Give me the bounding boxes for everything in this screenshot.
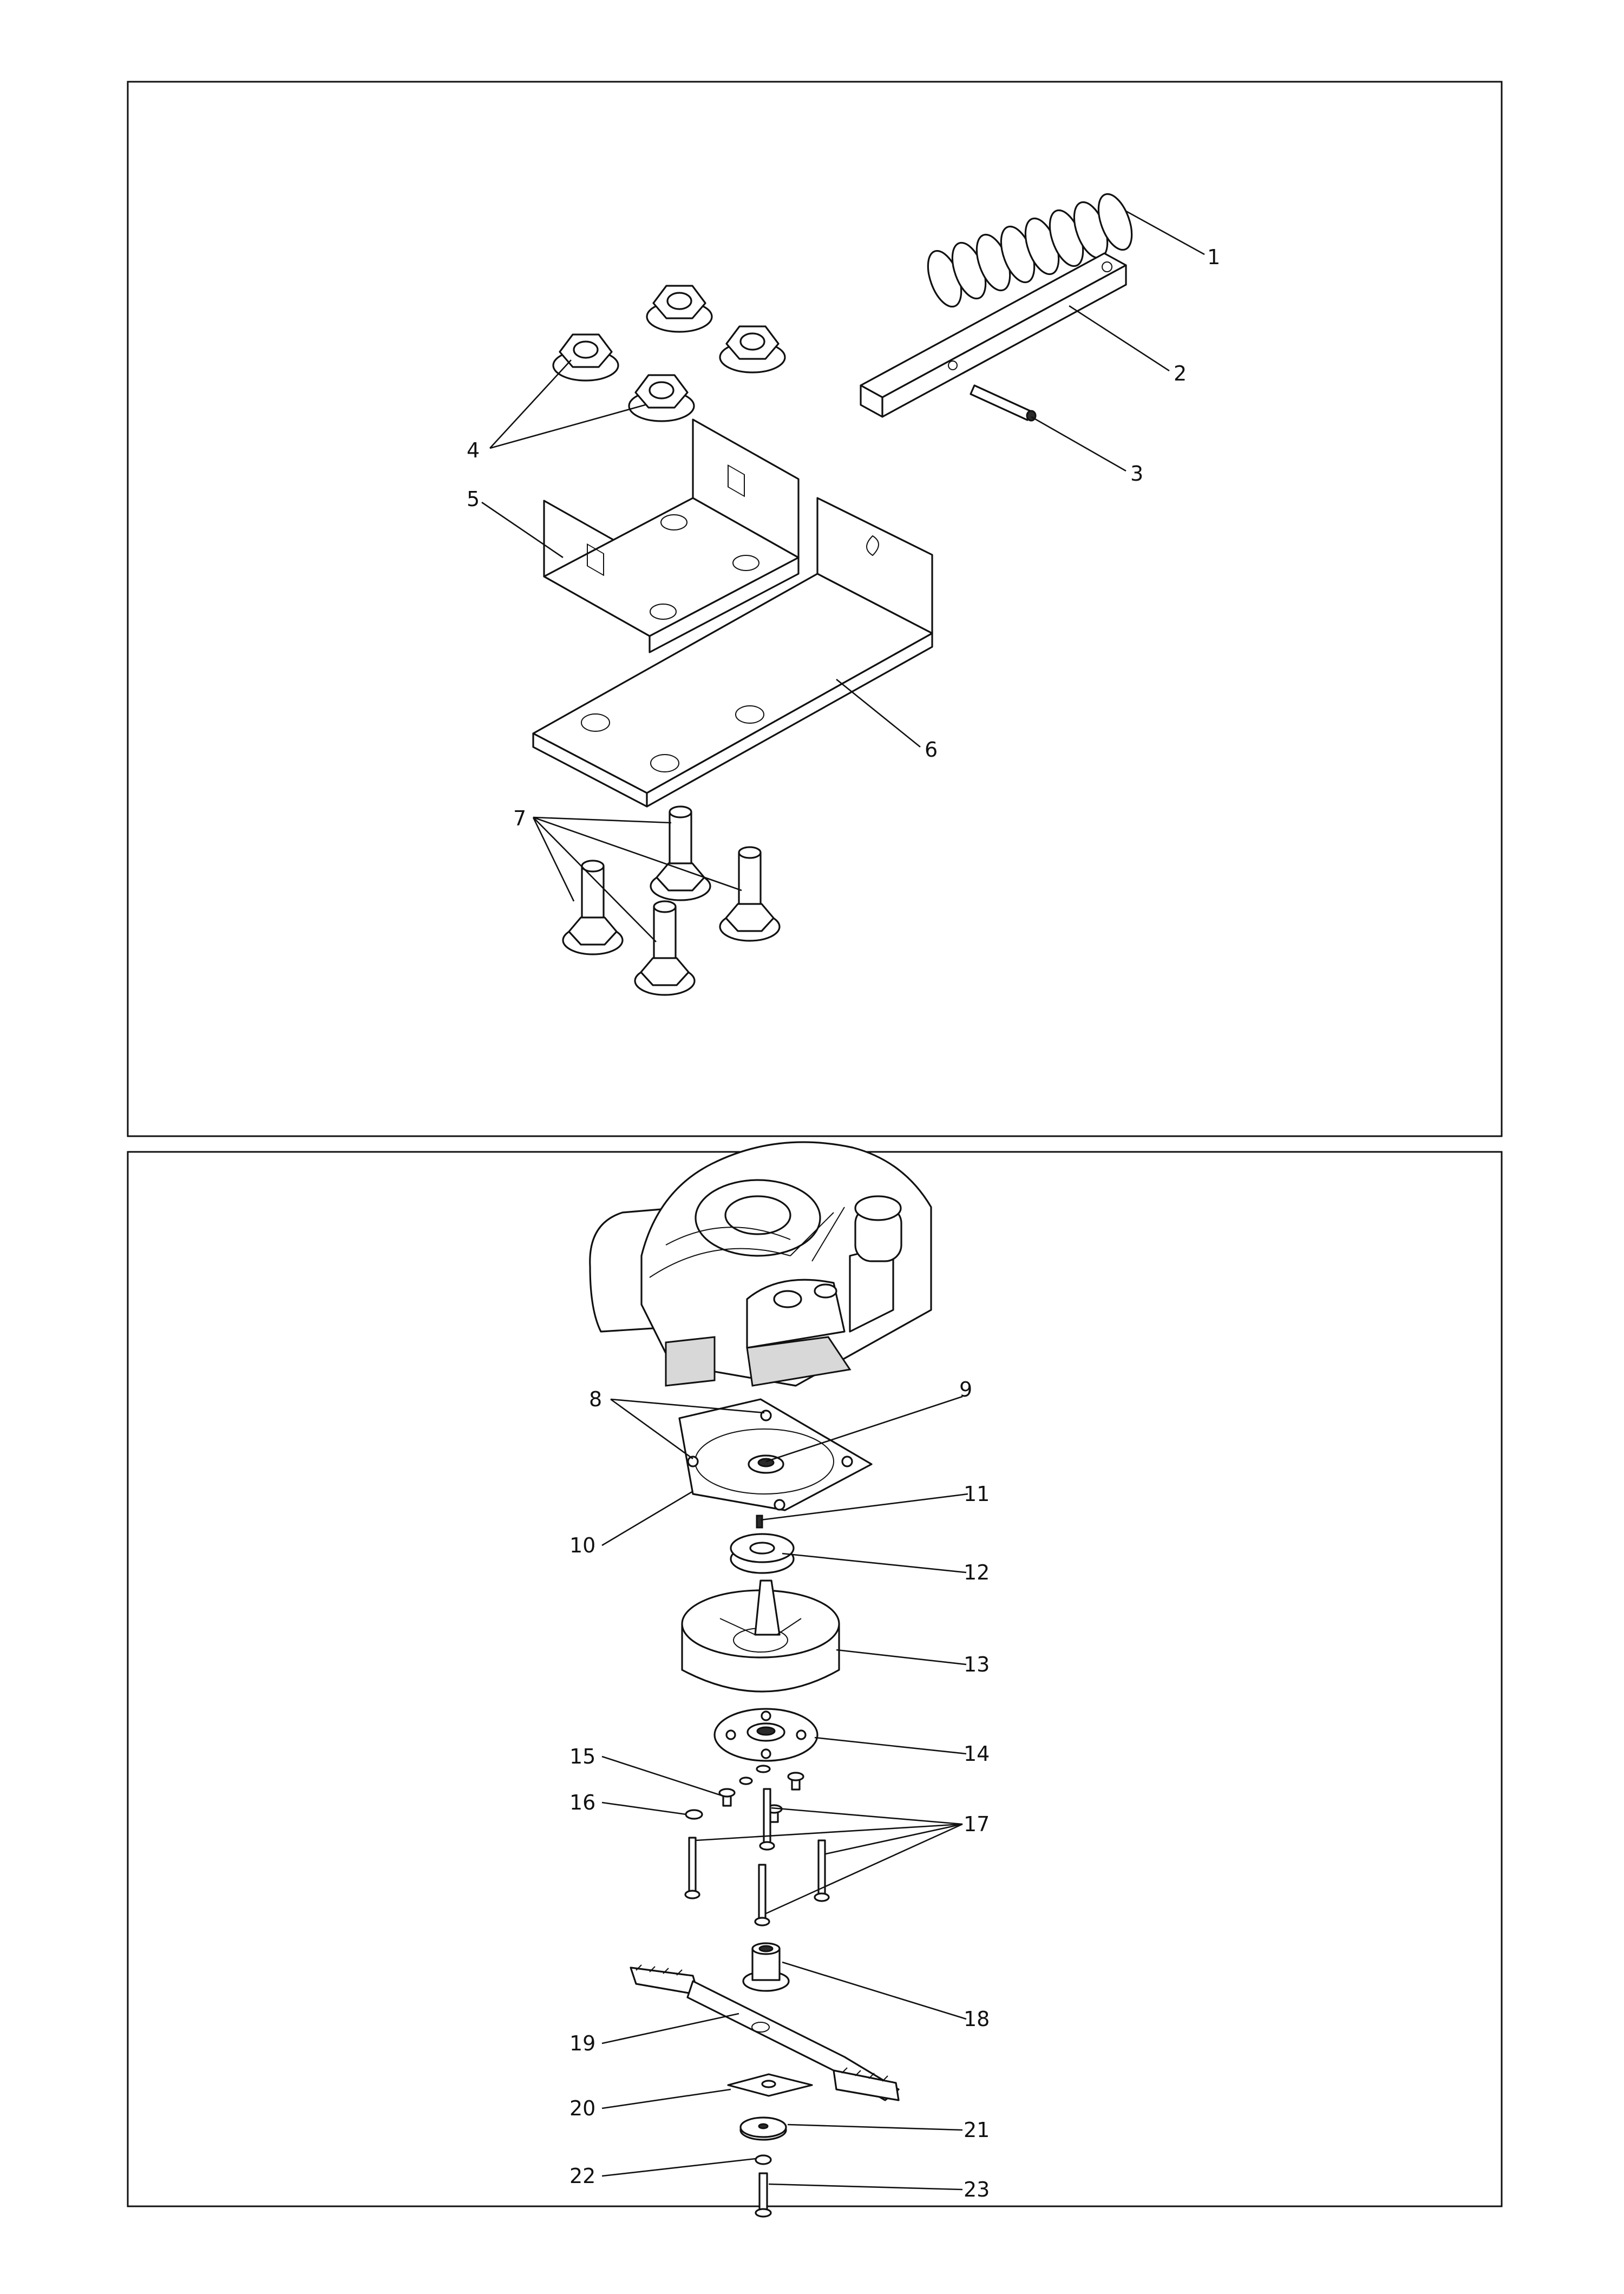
part-7-bolts	[562, 805, 781, 996]
callout-9: 9	[959, 1378, 972, 1401]
part-13-housing	[681, 1579, 840, 1693]
part-18-adapter	[742, 1942, 790, 1992]
part-1-spring	[927, 193, 1133, 308]
part-17-long-bolts	[684, 1788, 830, 1926]
callout-1: 1	[1207, 245, 1220, 269]
callout-3: 3	[1130, 462, 1143, 486]
part-5-channel-bracket	[543, 418, 800, 653]
part-15-screws	[718, 1765, 804, 1823]
top-panel-frame	[127, 81, 1503, 1137]
callout-20: 20	[569, 2096, 595, 2120]
part-8-screw-a	[687, 1456, 699, 1467]
callout-14: 14	[964, 1742, 990, 1766]
callout-12: 12	[964, 1561, 990, 1584]
callout-11: 11	[964, 1482, 990, 1506]
part-16-washer	[685, 1809, 703, 1820]
part-2-bar	[860, 252, 1127, 418]
callout-13: 13	[964, 1653, 990, 1676]
callout-22: 22	[569, 2164, 595, 2188]
callout-16: 16	[569, 1791, 595, 1814]
part-4-nuts	[552, 285, 786, 422]
callout-17: 17	[964, 1812, 990, 1836]
callout-8: 8	[589, 1387, 602, 1411]
part-6-l-bracket	[532, 497, 933, 808]
part-19-blade	[630, 1964, 900, 2101]
engine-assembly	[589, 1141, 932, 1387]
part-22-lock-washer	[755, 2154, 772, 2165]
part-23-center-bolt	[755, 2172, 772, 2218]
callout-10: 10	[569, 1533, 595, 1557]
callout-18: 18	[964, 2007, 990, 2031]
callout-4: 4	[467, 438, 480, 462]
bottom-leader-lines	[601, 1395, 968, 2191]
callout-5: 5	[467, 487, 480, 511]
callout-19: 19	[569, 2031, 595, 2055]
part-12-bearing	[730, 1533, 795, 1574]
part-21-washer	[739, 2116, 787, 2141]
part-10-mount-plate	[678, 1398, 873, 1511]
callout-6: 6	[925, 738, 938, 762]
callout-2: 2	[1174, 362, 1187, 385]
part-14-hub-plate	[713, 1708, 818, 1762]
part-20-blade-plate	[727, 2073, 813, 2097]
part-11-key	[756, 1515, 763, 1529]
callout-21: 21	[964, 2118, 990, 2142]
callout-15: 15	[569, 1745, 595, 1768]
callout-23: 23	[964, 2178, 990, 2201]
callout-7: 7	[513, 807, 526, 830]
top-leader-lines	[481, 210, 1205, 942]
part-3-pin	[970, 384, 1037, 422]
